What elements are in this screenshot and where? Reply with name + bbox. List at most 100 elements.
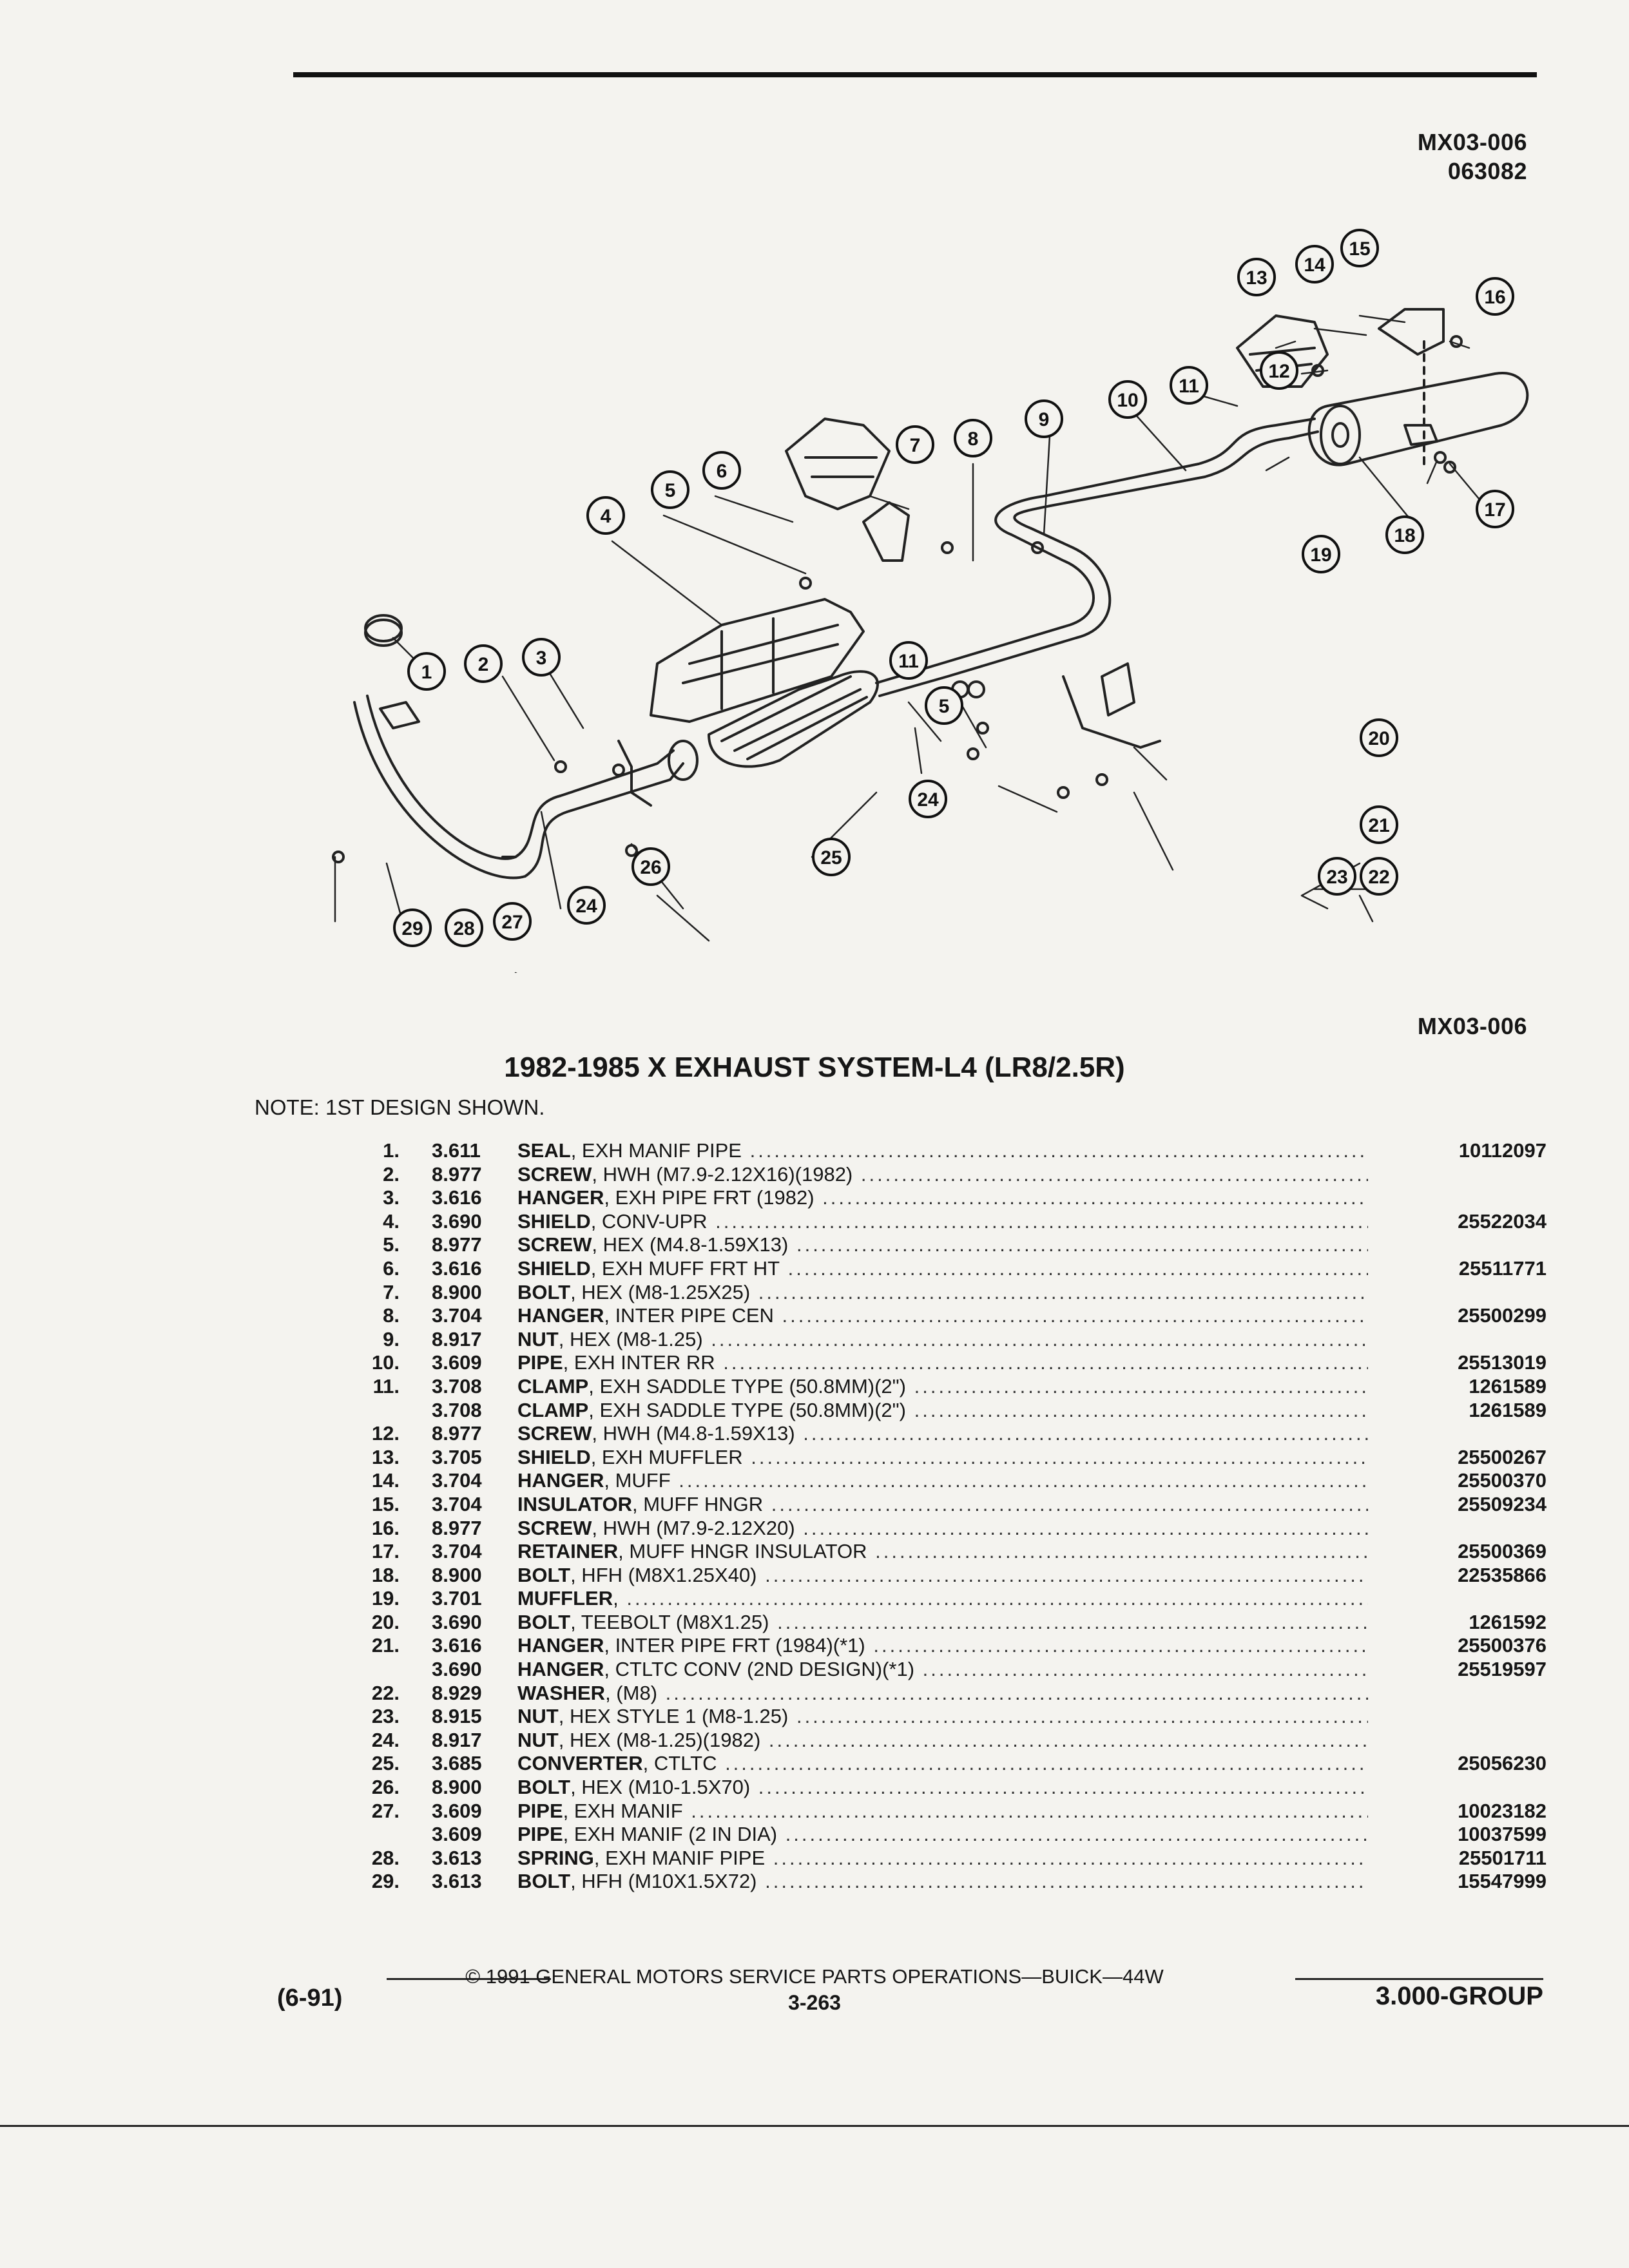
part-number: 10112097	[1458, 1139, 1547, 1162]
item-number: 14.	[371, 1469, 400, 1492]
hanger-muffler	[1378, 308, 1445, 356]
part-name: SCREW	[517, 1233, 592, 1256]
part-detail: , EXH MANIF PIPE	[570, 1139, 742, 1162]
part-detail: , HWH (M7.9-2.12X20)	[592, 1516, 795, 1539]
part-name: SPRING	[517, 1846, 594, 1869]
svg-text:24: 24	[917, 789, 939, 811]
part-name: SCREW	[517, 1516, 592, 1539]
muffler	[1307, 372, 1529, 466]
svg-text:11: 11	[1179, 376, 1199, 397]
part-name: CLAMP	[517, 1374, 589, 1398]
part-name: HANGER	[517, 1658, 604, 1681]
leader-dots: ........................................…	[782, 1304, 1369, 1327]
part-detail: , HWH (M7.9-2.12X16)(1982)	[592, 1162, 853, 1186]
item-number: 21.	[371, 1634, 400, 1657]
part-number: 25500369	[1458, 1540, 1547, 1563]
converter-upper-shield	[650, 598, 865, 723]
leader-dots: ........................................…	[873, 1634, 1368, 1657]
part-name: BOLT	[517, 1610, 571, 1633]
part-description: CONVERTER, CTLTC .......................…	[517, 1752, 1368, 1776]
item-number: 2.	[383, 1162, 400, 1186]
group-number: 8.917	[432, 1327, 482, 1350]
part-description: MUFFLER, ...............................…	[517, 1587, 1368, 1611]
part-name: BOLT	[517, 1776, 571, 1799]
group-number: 3.613	[432, 1846, 482, 1869]
item-number: 26.	[371, 1776, 400, 1799]
part-name: BOLT	[517, 1870, 571, 1893]
parts-list-row: 22. 8.929 WASHER, (M8) ...................…	[351, 1682, 1547, 1706]
part-name: NUT	[517, 1728, 559, 1751]
group-number: 8.900	[432, 1280, 482, 1303]
part-description: WASHER, (M8) ...........................…	[517, 1682, 1368, 1706]
part-description: SHIELD, EXH MUFF FRT HT ................…	[517, 1257, 1368, 1281]
group-number: 3.685	[432, 1752, 482, 1775]
leader-dots: ........................................…	[822, 1186, 1368, 1209]
part-name: MUFFLER	[517, 1587, 613, 1610]
item-number: 27.	[371, 1799, 400, 1822]
part-detail: , EXH MANIF (2 IN DIA)	[563, 1823, 778, 1846]
part-description: PIPE, EXH MANIF (2 IN DIA) .............…	[517, 1823, 1368, 1847]
group-number: 3.690	[432, 1209, 482, 1233]
leader-dots: ........................................…	[665, 1681, 1368, 1704]
item-number: 15.	[371, 1492, 400, 1515]
svg-text:11: 11	[898, 651, 919, 672]
svg-text:9: 9	[1039, 409, 1050, 430]
svg-text:4: 4	[601, 506, 612, 527]
item-number: 16.	[371, 1516, 400, 1539]
part-name: BOLT	[517, 1280, 571, 1303]
part-name: WASHER	[517, 1681, 606, 1704]
leader-dots: ........................................…	[803, 1422, 1368, 1445]
catalytic-converter	[708, 670, 879, 768]
svg-text:12: 12	[1268, 361, 1289, 382]
part-description: HANGER, CTLTC CONV (2ND DESIGN)(*1) ....…	[517, 1658, 1368, 1682]
item-number: 23.	[371, 1705, 400, 1728]
group-number: 3.609	[432, 1823, 482, 1846]
part-name: SHIELD	[517, 1209, 591, 1233]
group-number: 3.616	[432, 1256, 482, 1280]
part-description: SCREW, HWH (M4.8-1.59X13) ..............…	[517, 1422, 1368, 1446]
group-number: 8.929	[432, 1681, 482, 1704]
part-number: 25513019	[1458, 1351, 1547, 1374]
part-description: BOLT, TEEBOLT (M8X1.25) ................…	[517, 1611, 1368, 1635]
part-name: SCREW	[517, 1422, 592, 1445]
part-number: 1261592	[1469, 1610, 1547, 1633]
leader-dots: ........................................…	[922, 1658, 1368, 1681]
part-detail: , INTER PIPE FRT (1984)(*1)	[604, 1634, 865, 1657]
part-detail: , HFH (M8X1.25X40)	[570, 1563, 757, 1586]
svg-text:25: 25	[820, 847, 842, 869]
part-description: SHIELD, EXH MUFFLER ....................…	[517, 1446, 1368, 1470]
part-number: 25509234	[1458, 1492, 1547, 1515]
leader-dots: ........................................…	[758, 1280, 1368, 1303]
leader-dots: ........................................…	[875, 1540, 1368, 1563]
leader-dots: ........................................…	[691, 1799, 1368, 1822]
svg-text:27: 27	[501, 912, 523, 933]
group-number: 3.690	[432, 1610, 482, 1633]
svg-text:17: 17	[1484, 499, 1505, 521]
item-number: 22.	[371, 1681, 400, 1704]
part-detail: , HEX (M10-1.5X70)	[570, 1776, 751, 1799]
part-name: RETAINER	[517, 1540, 619, 1563]
group-number: 3.704	[432, 1540, 482, 1563]
svg-text:15: 15	[1349, 238, 1370, 260]
svg-text:21: 21	[1368, 815, 1389, 836]
leader-dots: ........................................…	[751, 1445, 1368, 1468]
top-rule	[293, 72, 1537, 77]
part-number: 25511771	[1458, 1256, 1547, 1280]
part-number: 15547999	[1458, 1870, 1547, 1893]
part-name: HANGER	[517, 1469, 604, 1492]
part-number: 10023182	[1458, 1799, 1547, 1822]
group-number: 3.708	[432, 1374, 482, 1398]
part-detail: , MUFF	[604, 1469, 671, 1492]
svg-text:19: 19	[1310, 544, 1331, 566]
page-title: 1982-1985 X EXHAUST SYSTEM-L4 (LR8/2.5R)	[504, 1052, 1125, 1083]
group-number: 3.704	[432, 1469, 482, 1492]
